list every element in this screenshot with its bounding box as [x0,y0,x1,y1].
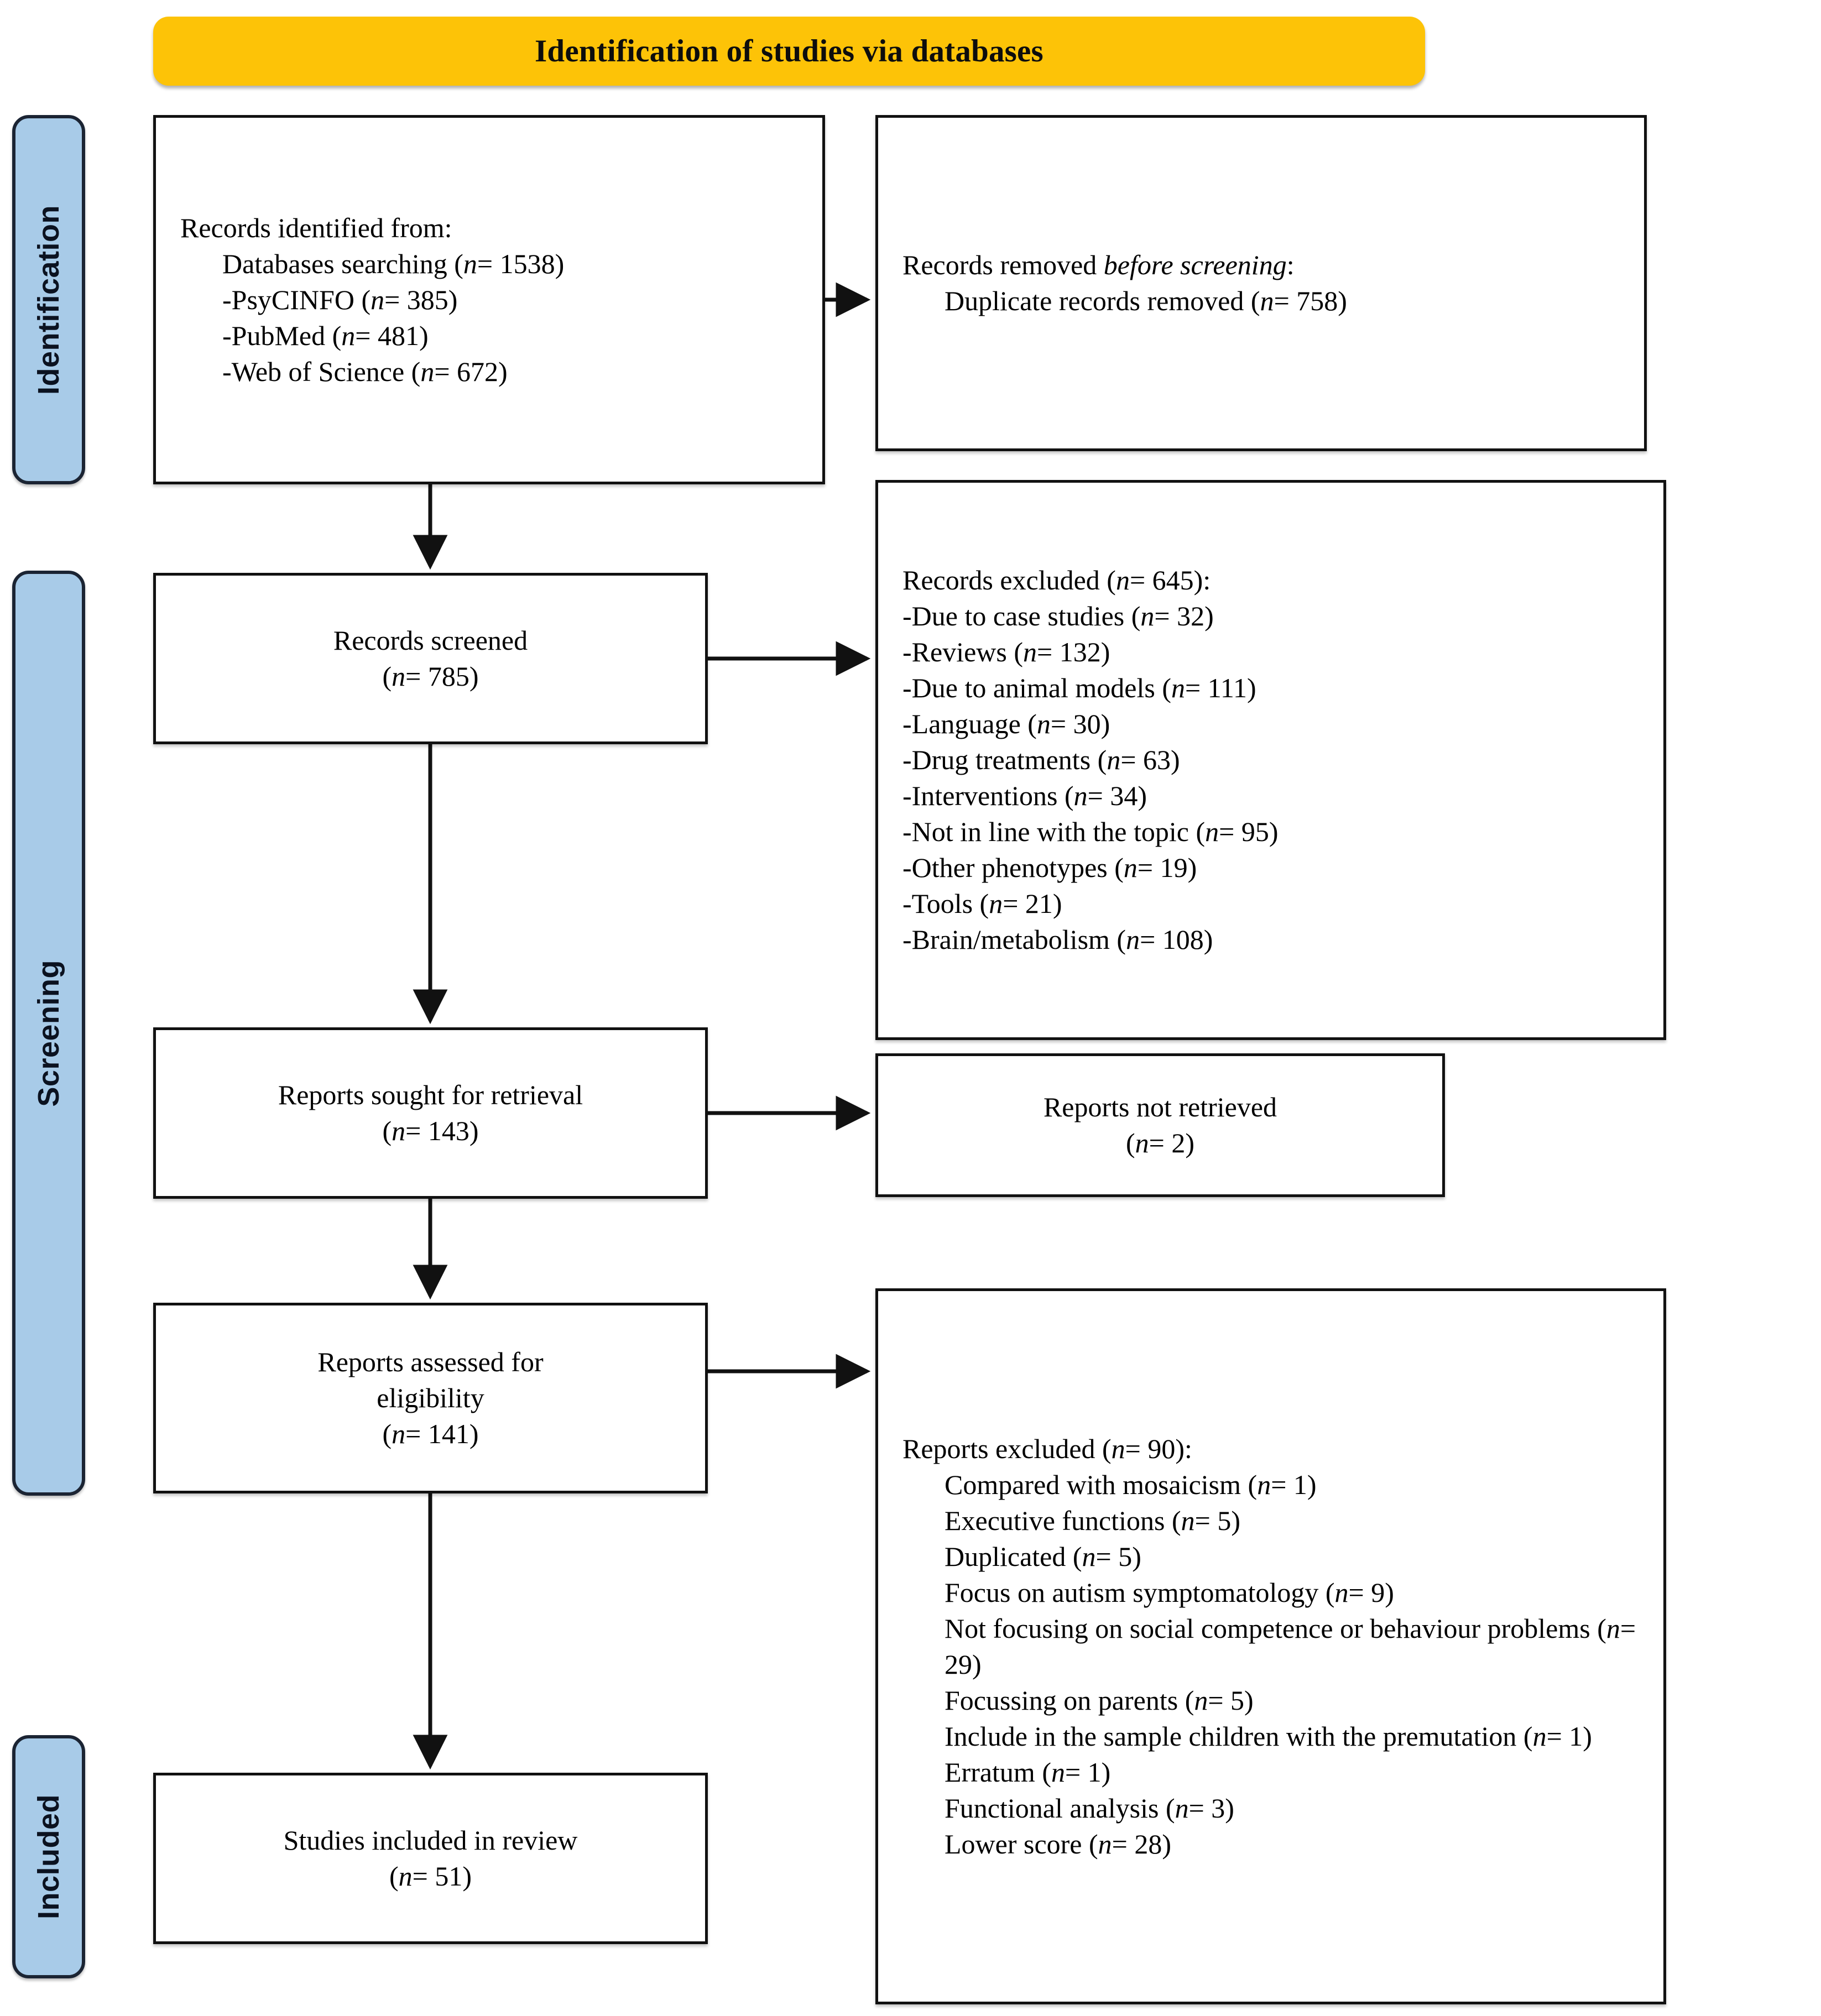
records-removed-duplicates: Duplicate records removed (n= 758) [945,285,1347,316]
records-identified-title: Records identified from: [180,212,452,243]
stage-pill-identification: Identification [12,115,85,484]
stage-label-screening: Screening [32,959,65,1107]
box-reports-not-retrieved: Reports not retrieved (n= 2) [875,1053,1445,1197]
records-excluded-reason-2: -Due to animal models (n= 111) [902,672,1256,703]
records-excluded-reason-0: -Due to case studies (n= 32) [902,600,1214,631]
records-removed-title: Records removed before screening: [902,249,1295,280]
reports-sought-count: (n= 143) [382,1115,479,1146]
stage-pill-screening: Screening [12,571,85,1496]
reports-excluded-reason-5: Focussing on parents (n= 5) [945,1684,1254,1716]
reports-excluded-reason-1: Executive functions (n= 5) [945,1505,1240,1536]
records-screened-title: Records screened [333,625,528,656]
reports-excluded-title: Reports excluded (n= 90): [902,1433,1192,1464]
reports-excluded-reason-7: Erratum (n= 1) [945,1756,1111,1788]
box-records-identified: Records identified from: Databases searc… [153,115,825,484]
records-identified-line-3: -Web of Science (n= 672) [222,356,508,387]
reports-sought-title: Reports sought for retrieval [278,1079,583,1110]
reports-excluded-reason-4: Not focusing on social competence or beh… [945,1612,1636,1680]
box-reports-assessed: Reports assessed for eligibility (n= 141… [153,1303,708,1493]
reports-excluded-reason-6: Include in the sample children with the … [945,1720,1592,1752]
reports-excluded-reason-3: Focus on autism symptomatology (n= 9) [945,1576,1394,1608]
reports-excluded-reason-8: Functional analysis (n= 3) [945,1792,1234,1824]
reports-excluded-reason-0: Compared with mosaicism (n= 1) [945,1469,1317,1500]
stage-label-identification: Identification [32,205,65,395]
records-excluded-reason-1: -Reviews (n= 132) [902,636,1110,667]
box-records-excluded: Records excluded (n= 645): -Due to case … [875,480,1666,1040]
box-studies-included: Studies included in review (n= 51) [153,1773,708,1944]
records-screened-count: (n= 785) [382,661,479,692]
records-excluded-reason-7: -Other phenotypes (n= 19) [902,852,1197,883]
reports-assessed-count: (n= 141) [382,1418,479,1449]
records-identified-line-1: -PsyCINFO (n= 385) [222,284,458,315]
reports-excluded-reason-2: Duplicated (n= 5) [945,1540,1141,1572]
studies-included-title: Studies included in review [283,1825,578,1856]
reports-not-retrieved-count: (n= 2) [1125,1127,1194,1158]
box-reports-excluded: Reports excluded (n= 90): Compared with … [875,1288,1666,2004]
records-excluded-title: Records excluded (n= 645): [902,565,1211,596]
box-records-removed: Records removed before screening: Duplic… [875,115,1647,451]
reports-assessed-title-line2: eligibility [377,1382,484,1413]
records-excluded-reason-6: -Not in line with the topic (n= 95) [902,816,1279,847]
records-identified-line-0: Databases searching (n= 1538) [222,248,565,279]
stage-pill-included: Included [12,1735,85,1978]
stage-label-included: Included [32,1794,65,1919]
records-excluded-reason-9: -Brain/metabolism (n= 108) [902,924,1213,955]
box-records-screened: Records screened (n= 785) [153,573,708,744]
records-excluded-reason-5: -Interventions (n= 34) [902,780,1147,811]
studies-included-count: (n= 51) [389,1861,472,1892]
reports-excluded-reason-9: Lower score (n= 28) [945,1828,1171,1860]
page-title: Identification of studies via databases [535,34,1043,69]
header-banner: Identification of studies via databases [153,17,1425,86]
records-excluded-reason-4: -Drug treatments (n= 63) [902,744,1180,775]
records-excluded-reason-3: -Language (n= 30) [902,708,1110,739]
records-excluded-reason-8: -Tools (n= 21) [902,888,1062,919]
records-identified-line-2: -PubMed (n= 481) [222,320,429,351]
box-reports-sought: Reports sought for retrieval (n= 143) [153,1027,708,1199]
reports-assessed-title-line1: Reports assessed for [317,1346,544,1377]
reports-not-retrieved-title: Reports not retrieved [1043,1091,1277,1122]
